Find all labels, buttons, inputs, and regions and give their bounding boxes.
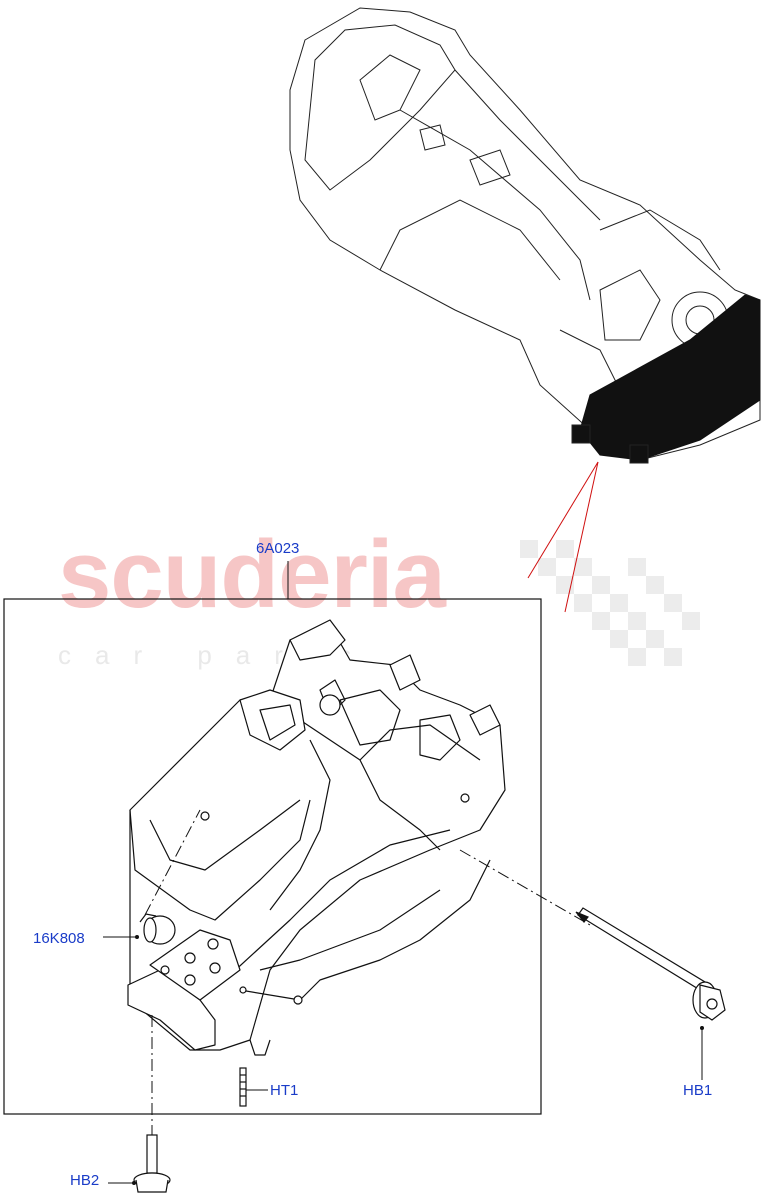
leader-line-red [564, 461, 599, 613]
watermark-brand: scuderia [58, 521, 446, 628]
leader-dot [700, 1026, 704, 1030]
centerline-hb1 [459, 849, 591, 926]
crossmember-illustration [127, 619, 506, 1056]
bolt-hb2-illustration [133, 1134, 171, 1193]
leader-dot [135, 935, 139, 939]
centerline-mount [144, 809, 201, 916]
callout-hb1: HB1 [683, 1082, 713, 1099]
leader-dot [132, 1181, 136, 1185]
callout-16k808: 16K808 [33, 930, 85, 947]
callout-6a023: 6A023 [256, 540, 300, 557]
callout-hb2: HB2 [70, 1172, 100, 1189]
checkered-flag-watermark [520, 540, 700, 666]
transmission-illustration [289, 7, 761, 464]
leader-line-red [527, 461, 599, 579]
callout-ht1: HT1 [270, 1082, 299, 1099]
bolt-hb1-illustration [575, 907, 726, 1021]
assembly-frame [3, 598, 542, 1115]
stud-ht1-illustration [239, 1067, 247, 1107]
